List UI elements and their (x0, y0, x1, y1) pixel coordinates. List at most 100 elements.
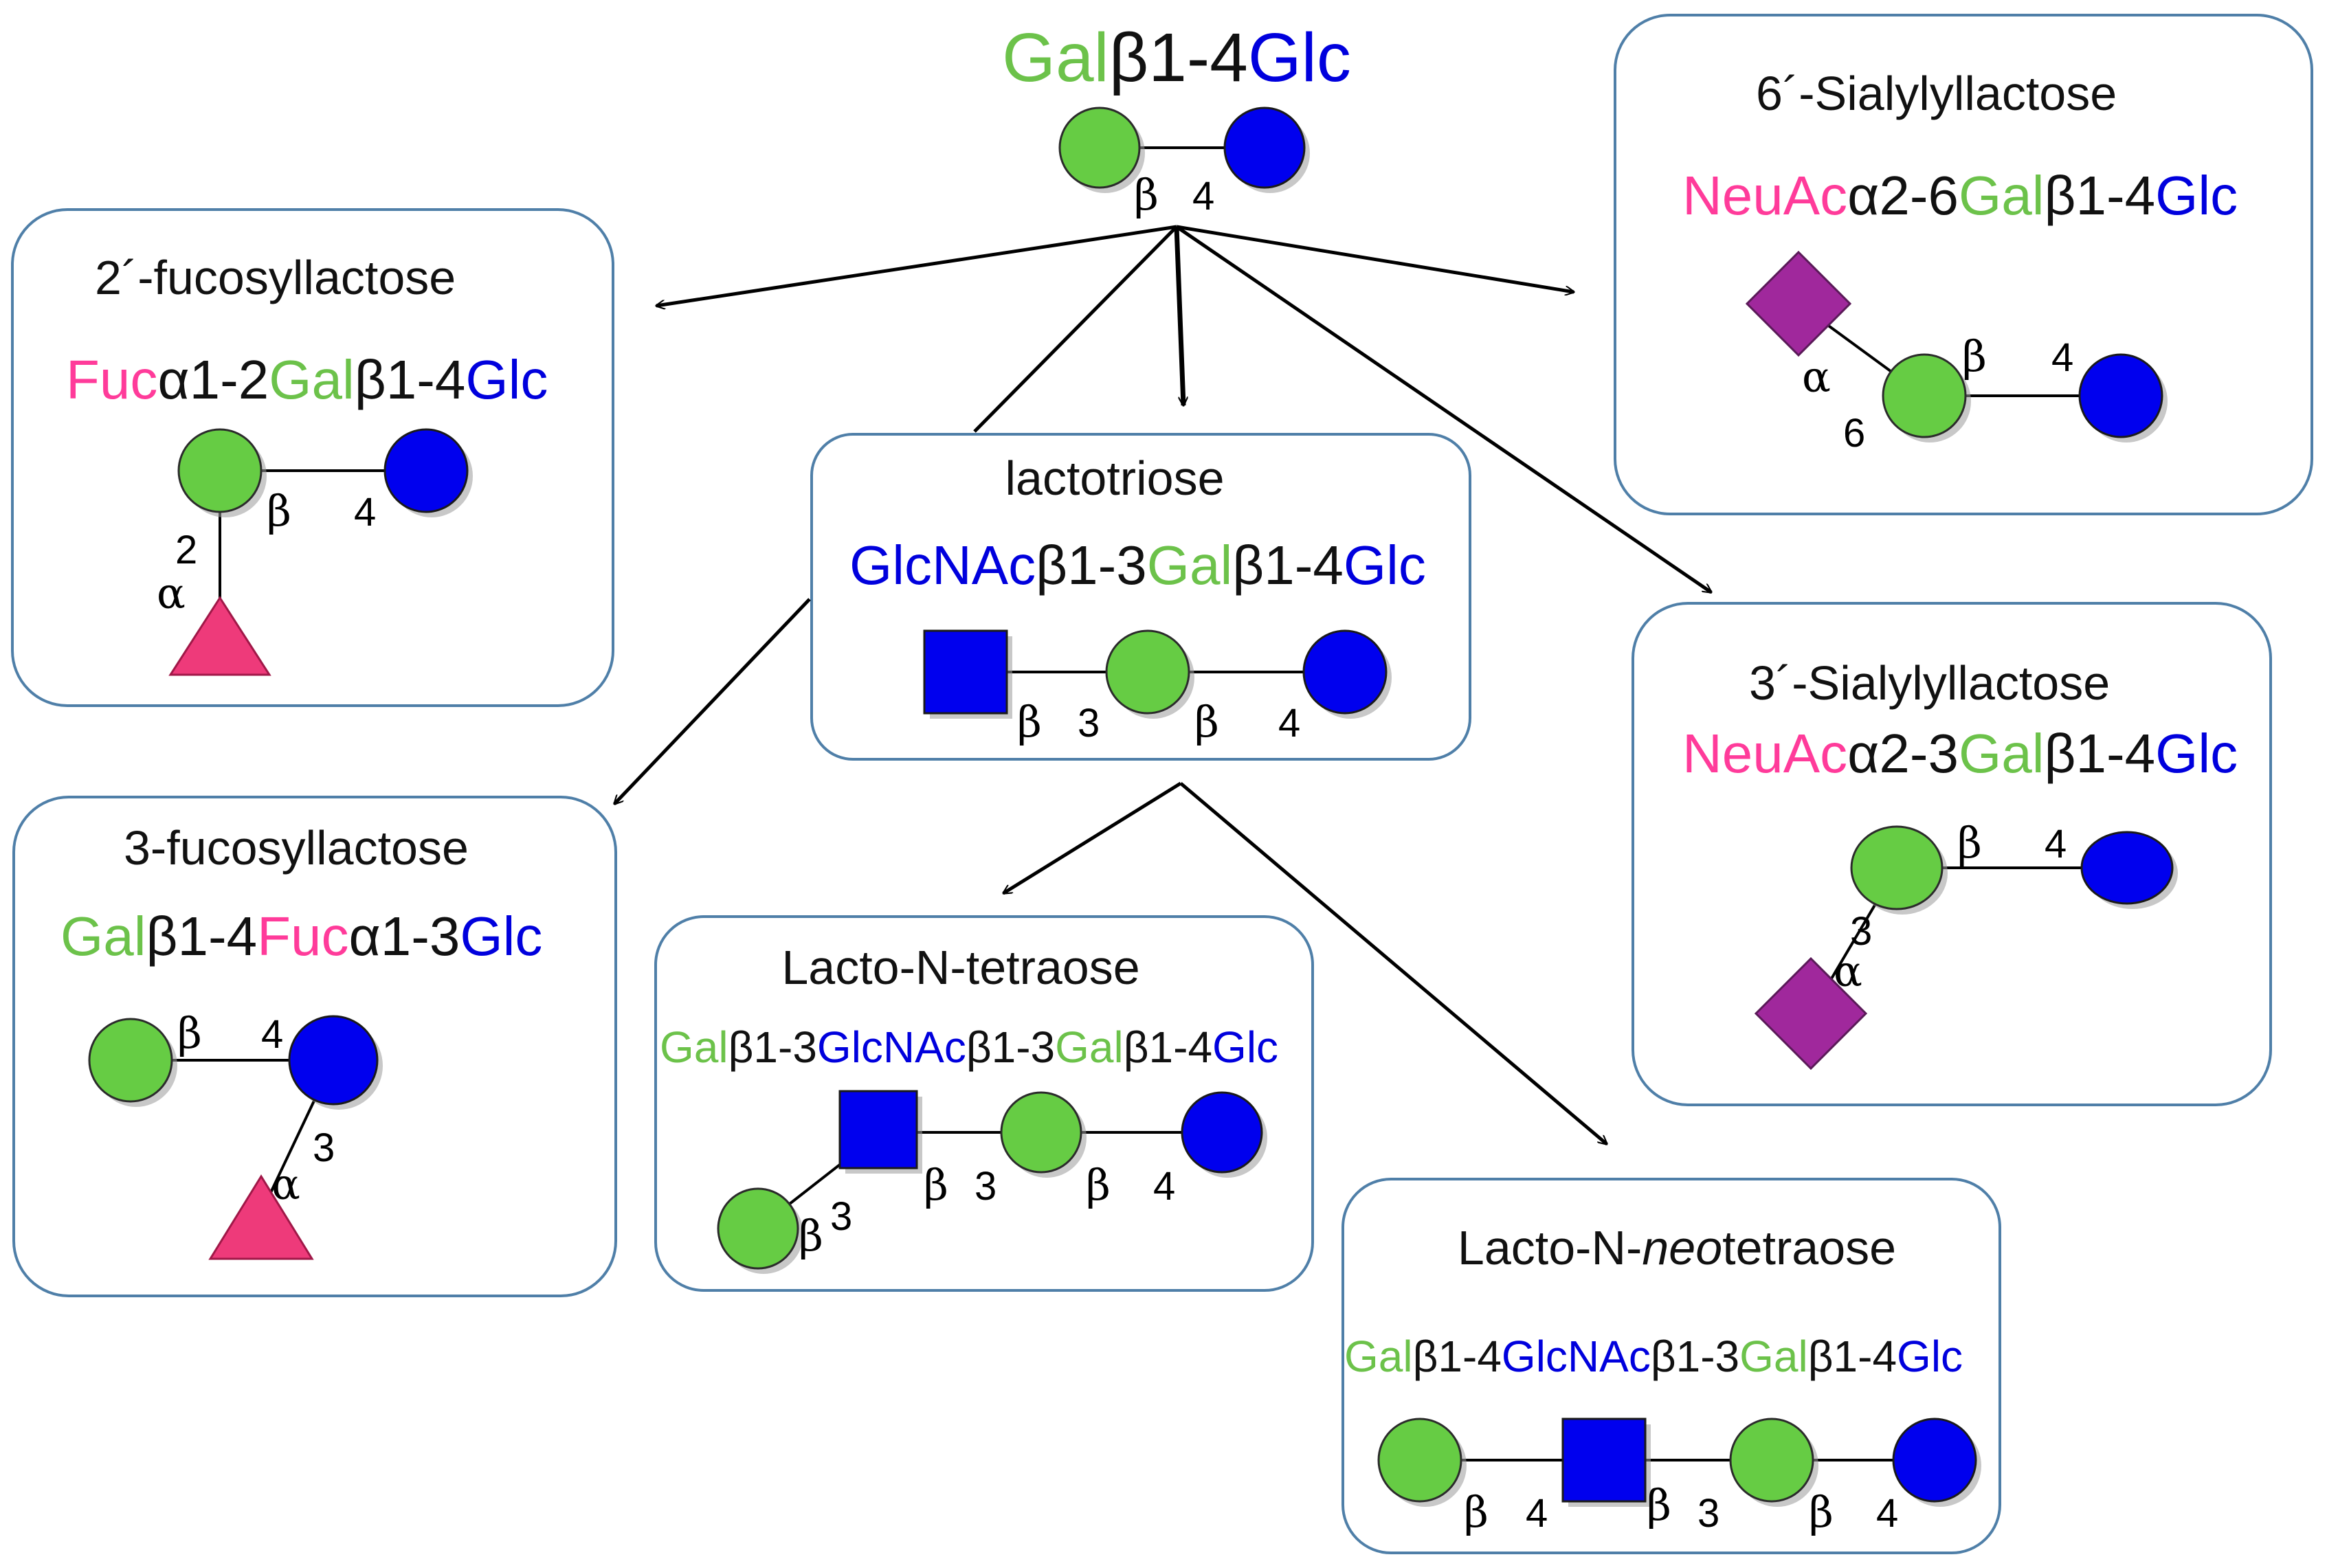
formula-part: Glc (460, 906, 542, 967)
panel-formula: Galβ1-4GlcNAcβ1-3Galβ1-4Glc (1344, 1332, 1963, 1381)
panel-formula: NeuAcα2-3Galβ1-4Glc (1682, 723, 2238, 784)
link-label: β (1957, 818, 1982, 868)
link-label: 4 (1278, 701, 1300, 746)
formula-part: Glc (2155, 165, 2238, 226)
formula-part: β1-3 (1651, 1332, 1739, 1381)
formula-part: α2-6 (1847, 165, 1959, 226)
gal-residue (1105, 629, 1190, 715)
formula-part: α1-2 (157, 349, 269, 410)
link-label: β (1464, 1487, 1489, 1537)
link-label: 4 (1876, 1491, 1898, 1536)
panel-title: 3-fucosyllactose (124, 821, 469, 875)
formula-part: Gal (1959, 165, 2045, 226)
formula-part: β1-4 (1232, 535, 1344, 596)
formula-part: NeuAc (1682, 723, 1847, 784)
link-label: 4 (1192, 174, 1214, 219)
formula-part: Gal (60, 906, 146, 967)
box-2fucosyllactose (11, 208, 614, 707)
formula-part: β1-4 (1413, 1332, 1502, 1381)
arrow-to-lnnt (1179, 782, 1607, 1144)
arrow-to-6sl (1176, 225, 1574, 292)
link-label: 3 (975, 1164, 997, 1209)
formula-part: β1-4 (146, 906, 258, 967)
panel-title: lactotriose (1005, 451, 1224, 505)
formula-part: Fuc (257, 906, 348, 967)
link-label: β (1962, 331, 1987, 381)
formula-part: GlcNAc (849, 535, 1036, 596)
glc-residue (2080, 831, 2174, 905)
formula-part: GlcNAc (817, 1022, 966, 1072)
formula-part: Gal (269, 349, 355, 410)
glc-residue (1223, 107, 1306, 189)
formula-part: Gal (1147, 535, 1233, 596)
glc-residue (1181, 1091, 1263, 1174)
formula-part: β1-4 (1109, 19, 1248, 96)
gal-residue (88, 1018, 173, 1103)
formula-part: Glc (1212, 1022, 1278, 1072)
fuc-residue (208, 1174, 314, 1260)
formula-part: NeuAc (1682, 165, 1847, 226)
link-label: α (271, 1159, 300, 1209)
panel-formula: Galβ1-3GlcNAcβ1-3Galβ1-4Glc (660, 1022, 1278, 1072)
formula-part: Gal (1344, 1332, 1413, 1381)
panel-formula: Fucα1-2Galβ1-4Glc (66, 349, 548, 410)
arrow-to-lactotriose (1174, 226, 1183, 405)
formula-part: α1-3 (349, 906, 460, 967)
formula-part: Glc (1248, 19, 1351, 96)
link-label: 3 (1850, 909, 1872, 954)
panel-formula: GlcNAcβ1-3Galβ1-4Glc (849, 535, 1426, 596)
formula-part: Glc (2155, 723, 2238, 784)
title-part: neo (1642, 1221, 1722, 1275)
link-label: β (1134, 170, 1159, 220)
link-label: β (1647, 1480, 1671, 1530)
gal-residue (1729, 1418, 1814, 1503)
link-label: 3 (1078, 701, 1100, 746)
root-formula: Galβ1-4Glc (1002, 19, 1351, 96)
gal-residue (1058, 107, 1141, 189)
link-label: 4 (261, 1012, 283, 1057)
panel-3fucosyllactose: 3-fucosyllactose Galβ1-4Fucα1-3Glc β 4 3… (60, 821, 542, 1260)
gal-residue (177, 428, 263, 513)
panel-formula: Galβ1-4Fucα1-3Glc (60, 906, 542, 967)
link-label: β (1017, 697, 1042, 747)
glc-residue (288, 1015, 379, 1106)
link-label: 3 (830, 1194, 852, 1239)
link-label: 3 (1697, 1491, 1719, 1536)
link-label: β (924, 1160, 948, 1210)
gal-residue (1850, 825, 1944, 910)
panel-title: 2´-fucosyllactose (95, 251, 456, 304)
gal-residue (717, 1187, 799, 1270)
link-label: β (1194, 697, 1219, 747)
arrow-to-3sl (1175, 225, 1711, 592)
neuac-residue (1745, 250, 1852, 357)
panel-lacto-n-tetraose: Lacto-N-tetraose Galβ1-3GlcNAcβ1-3Galβ1-… (660, 941, 1278, 1274)
panel-title: 6´-Sialylyllactose (1756, 67, 2117, 120)
formula-part: Gal (1739, 1332, 1808, 1381)
link-label: α (1802, 352, 1831, 402)
link-label: β (267, 486, 291, 536)
panel-6sialyllactose: 6´-Sialylyllactose NeuAcα2-6Galβ1-4Glc α… (1682, 67, 2238, 456)
formula-part: β1-4 (355, 349, 466, 410)
root-lactose: Galβ1-4Glc β 4 (1002, 19, 1351, 220)
formula-part: Gal (1055, 1022, 1124, 1072)
gal-residue (1377, 1418, 1462, 1503)
link-label: 2 (175, 528, 197, 572)
panel-3sialyllactose: 3´-Sialylyllactose NeuAcα2-3Galβ1-4Glc β… (1682, 656, 2238, 1071)
glc-residue (383, 428, 469, 513)
panel-title: Lacto-N-neotetraose (1458, 1221, 1896, 1275)
glcnac-residue (923, 629, 1008, 715)
box-lacto-n-tetraose (654, 915, 1314, 1292)
link-label: β (799, 1211, 823, 1261)
link-label: β (1809, 1487, 1834, 1537)
title-part: tetraose (1722, 1221, 1896, 1275)
link-label: 4 (2045, 822, 2067, 866)
formula-part: β1-4 (1124, 1022, 1212, 1072)
arrow-to-lnt (1003, 781, 1182, 895)
panel-2fucosyllactose: 2´-fucosyllactose Fucα1-2Galβ1-4Glc β 4 … (66, 251, 548, 676)
link-label: 4 (354, 490, 376, 535)
formula-part: Fuc (66, 349, 157, 410)
glc-residue (2078, 353, 2163, 438)
arrow-to-2fl (656, 225, 1177, 306)
glc-residue (1302, 629, 1388, 715)
